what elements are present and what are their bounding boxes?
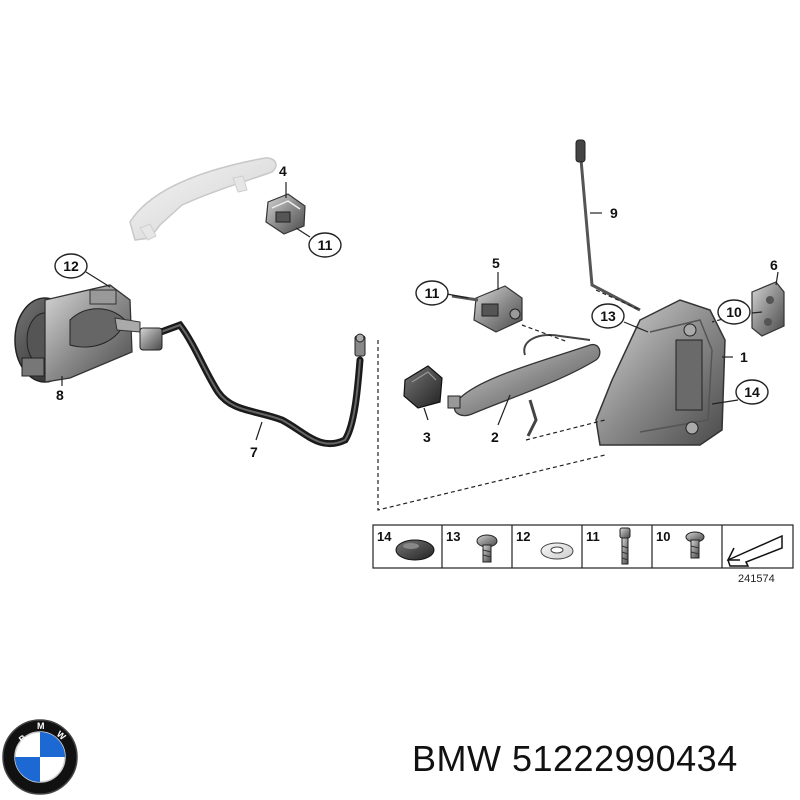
bracket-part-4 xyxy=(265,193,306,235)
bowden-cable-part-7 xyxy=(139,320,366,448)
lock-cylinder-housing-part-8 xyxy=(14,284,141,383)
callout-6: 6 xyxy=(770,257,778,273)
bracket-part-5 xyxy=(451,285,523,333)
door-lock-part-1 xyxy=(595,299,726,446)
handle-cap-part-3 xyxy=(403,365,443,409)
legend-label-11: 11 xyxy=(586,529,600,544)
spring-washer-icon xyxy=(540,542,574,560)
legend-label-14: 14 xyxy=(377,529,392,544)
arrow-icon xyxy=(726,534,783,567)
callout-3: 3 xyxy=(423,429,431,445)
legend-label-13: 13 xyxy=(446,529,460,544)
svg-text:M: M xyxy=(37,721,45,731)
outer-handle-ghost-part xyxy=(129,157,277,241)
callout-8: 8 xyxy=(56,387,64,403)
plug-cap-icon xyxy=(395,539,435,561)
legend-label-10: 10 xyxy=(656,529,670,544)
assembly-guide-lines xyxy=(377,289,749,511)
callout-14: 14 xyxy=(744,384,760,400)
callout-4: 4 xyxy=(279,163,287,179)
fastener-legend: 14 13 12 11 10 xyxy=(372,524,794,585)
door-handle-part-2 xyxy=(447,334,601,437)
callout-5: 5 xyxy=(492,255,500,271)
part-number-caption: BMW 51222990434 xyxy=(412,738,738,779)
callout-1: 1 xyxy=(740,349,748,365)
callouts: 1 2 3 4 5 6 7 8 9 10 11 11 12 13 14 xyxy=(54,163,779,460)
callout-11-upper: 11 xyxy=(318,237,333,253)
lock-rod-part-9 xyxy=(575,139,641,312)
callout-7: 7 xyxy=(250,444,258,460)
callout-12: 12 xyxy=(63,258,79,274)
callout-11-lower: 11 xyxy=(425,285,440,301)
callout-13: 13 xyxy=(600,308,616,324)
callout-9: 9 xyxy=(610,205,618,221)
short-screw-icon xyxy=(685,531,705,559)
svg-text:B: B xyxy=(17,732,29,744)
striker-bracket-part-6 xyxy=(751,281,785,337)
callout-10: 10 xyxy=(726,304,742,320)
torx-screw-icon xyxy=(476,534,498,563)
bolt-icon xyxy=(619,527,631,565)
bmw-logo: B M W xyxy=(2,719,78,795)
legend-label-12: 12 xyxy=(516,529,530,544)
callout-2: 2 xyxy=(491,429,499,445)
reference-number: 241574 xyxy=(738,573,775,585)
